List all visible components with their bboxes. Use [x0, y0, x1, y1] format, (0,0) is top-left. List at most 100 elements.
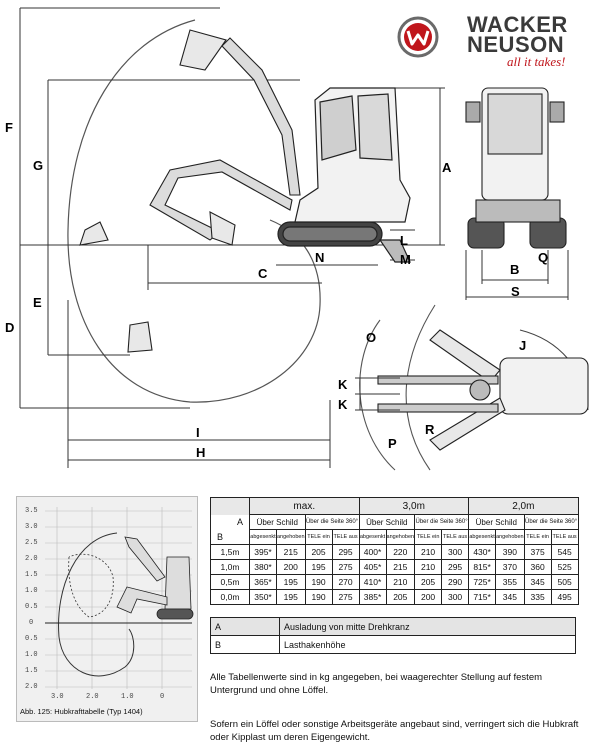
table-cell: 375: [523, 544, 552, 560]
sub-header-ueber-seite: Über die Seite 360°: [523, 514, 579, 530]
dim-label-h: H: [196, 445, 206, 460]
table-cell: 195: [276, 589, 306, 605]
table-cell: 275: [331, 559, 360, 575]
table-cell: 400*: [358, 544, 387, 560]
table-cell: 275: [331, 589, 360, 605]
logo-line1: WACKER: [467, 12, 568, 37]
table-cell: 215: [385, 559, 416, 575]
dim-label-a: A: [442, 160, 452, 175]
lift-chart-xtick: 2.0: [86, 693, 99, 701]
lift-chart-ytick: 1.0: [25, 651, 38, 659]
legend-table: A Ausladung von mitte Drehkranz B Lastha…: [210, 617, 576, 654]
group-header-2m: 2,0m: [468, 497, 579, 515]
dim-label-b: B: [510, 262, 520, 277]
dim-label-i: I: [196, 425, 200, 440]
dim-label-e: E: [33, 295, 42, 310]
lift-chart-ytick: 1.0: [25, 587, 38, 595]
dim-label-j: J: [519, 338, 527, 353]
table-cell: 290: [441, 574, 470, 590]
row-height: 0,0m: [210, 589, 250, 605]
table-cell: 365*: [249, 574, 277, 590]
group-header-3m: 3,0m: [358, 497, 470, 515]
lift-chart-ytick: 0: [29, 619, 34, 627]
lift-chart-xtick: 0: [160, 693, 165, 701]
lift-chart-ytick: 2.0: [25, 555, 38, 563]
table-cell: 200: [276, 559, 306, 575]
table-cell: 725*: [468, 574, 497, 590]
table-cell: 210: [414, 544, 443, 560]
table-cell: 390: [495, 544, 525, 560]
table-cell: 300: [441, 589, 470, 605]
table-cell: 410*: [358, 574, 387, 590]
logo-line2: NEUSON: [467, 32, 565, 57]
table-cell: 370: [495, 559, 525, 575]
table-cell: 815*: [468, 559, 497, 575]
lift-chart-ytick: 1.5: [25, 667, 38, 675]
dim-label-r: R: [425, 422, 435, 437]
table-cell: 385*: [358, 589, 387, 605]
lift-chart-ytick: 0.5: [25, 603, 38, 611]
col-header: TELE ein: [414, 529, 443, 545]
table-cell: 210: [385, 574, 416, 590]
lift-chart-ytick: 1.5: [25, 571, 38, 579]
group-header-max: max.: [249, 497, 360, 515]
table-cell: 380*: [249, 559, 277, 575]
dim-label-l: L: [400, 233, 408, 248]
table-cell: 545: [550, 544, 579, 560]
table-cell: 190: [304, 574, 333, 590]
note-attachments: Sofern ein Löffel oder sonstige Arbeitsg…: [210, 719, 579, 743]
lift-chart-caption: Abb. 125: Hubkrafttabelle (Typ 1404): [20, 707, 143, 716]
table-cell: 715*: [468, 589, 497, 605]
sub-header-ueber-schild: Über Schild: [358, 514, 416, 530]
wacker-w-icon: [397, 16, 439, 58]
dim-label-q: Q: [538, 250, 549, 265]
table-cell: 210: [414, 559, 443, 575]
lift-chart-ytick: 0.5: [25, 635, 38, 643]
table-cell: 295: [331, 544, 360, 560]
table-cell: 205: [385, 589, 416, 605]
corner-label-a: A: [210, 514, 250, 530]
col-header: abgesenkt: [249, 529, 277, 545]
row-height: 1,0m: [210, 559, 250, 575]
table-cell: 295: [441, 559, 470, 575]
table-row: 1,5m 395* 215 205 295 400* 220 210 300 4…: [210, 544, 579, 560]
legend-key: B: [210, 635, 280, 654]
corner-label-b: B: [210, 529, 250, 545]
lift-chart-ytick: 3.0: [25, 523, 38, 531]
sub-header-ueber-seite: Über die Seite 360°: [304, 514, 360, 530]
excavator-dimension-diagram: [19, 7, 589, 471]
sub-header-ueber-seite: Über die Seite 360°: [414, 514, 470, 530]
sub-header-ueber-schild: Über Schild: [249, 514, 306, 530]
dim-label-m: M: [400, 252, 411, 267]
legend-key: A: [210, 617, 280, 636]
legend-text: Lasthakenhöhe: [279, 635, 576, 654]
col-header: TELE ein: [523, 529, 552, 545]
col-header: angehoben: [495, 529, 525, 545]
dim-label-k-2: K: [338, 397, 348, 412]
col-header: angehoben: [276, 529, 306, 545]
table-cell: 355: [495, 574, 525, 590]
dim-label-p: P: [388, 436, 397, 451]
dim-label-n: N: [315, 250, 325, 265]
table-cell: 345: [523, 574, 552, 590]
lift-chart-ytick: 2.5: [25, 539, 38, 547]
dim-label-o: O: [366, 330, 377, 345]
table-cell: 525: [550, 559, 579, 575]
col-header: TELE aus: [550, 529, 579, 545]
table-cell: 270: [331, 574, 360, 590]
dim-label-k-1: K: [338, 377, 348, 392]
brand-logo: WACKER NEUSON all it takes!: [395, 8, 595, 70]
dim-label-g: G: [33, 158, 44, 173]
sub-header-ueber-schild: Über Schild: [468, 514, 525, 530]
col-header: angehoben: [385, 529, 416, 545]
table-row: 1,0m 380* 200 195 275 405* 215 210 295 8…: [210, 559, 579, 575]
table-cell: 405*: [358, 559, 387, 575]
lift-chart-ytick: 3.5: [25, 507, 38, 515]
table-row: 0,5m 365* 195 190 270 410* 210 205 290 7…: [210, 574, 579, 590]
lift-chart-ytick: 2.0: [25, 683, 38, 691]
row-height: 1,5m: [210, 544, 250, 560]
table-cell: 505: [550, 574, 579, 590]
lift-chart-xtick: 1.0: [121, 693, 134, 701]
table-cell: 215: [276, 544, 306, 560]
col-header: abgesenkt: [358, 529, 387, 545]
